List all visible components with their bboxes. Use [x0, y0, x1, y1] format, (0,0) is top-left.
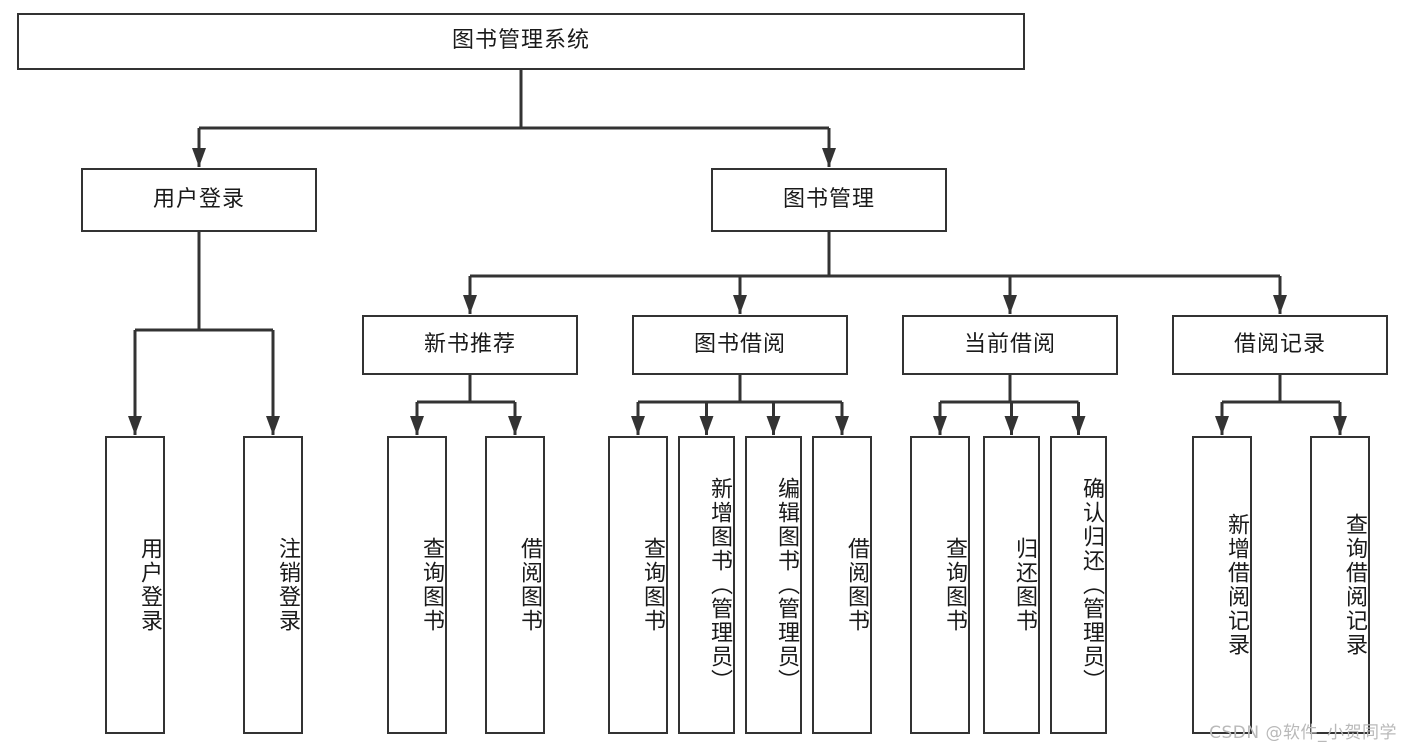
node-l10[interactable]: 归还图书	[983, 436, 1040, 734]
arrowhead-icon	[1273, 295, 1287, 314]
arrowhead-icon	[266, 416, 280, 435]
node-label: 归还图书	[1012, 537, 1037, 633]
arrowhead-icon	[733, 295, 747, 314]
node-label: 借阅记录	[1233, 331, 1326, 357]
arrowhead-icon	[1003, 295, 1017, 314]
node-l6[interactable]: 新增图书（管理员）	[678, 436, 735, 734]
node-label: 用户登录	[137, 537, 162, 633]
arrowhead-icon	[192, 148, 206, 167]
node-label: 注销登录	[275, 537, 300, 633]
arrowhead-icon	[1215, 416, 1229, 435]
arrowhead-icon	[835, 416, 849, 435]
node-label: 新增借阅记录	[1224, 513, 1249, 657]
node-l1[interactable]: 用户登录	[105, 436, 165, 734]
arrowhead-icon	[699, 416, 714, 435]
arrowhead-icon	[508, 416, 522, 435]
node-l13[interactable]: 查询借阅记录	[1310, 436, 1370, 734]
node-label: 查询图书	[640, 537, 665, 633]
arrowhead-icon	[1004, 416, 1019, 435]
node-label: 借阅图书	[844, 537, 869, 633]
node-label: 编辑图书（管理员）	[774, 477, 799, 693]
node-label: 查询借阅记录	[1342, 513, 1367, 657]
node-label: 新增图书（管理员）	[707, 477, 732, 693]
node-label: 图书管理系统	[451, 28, 590, 54]
arrowhead-icon	[933, 416, 947, 435]
node-label: 图书借阅	[693, 331, 786, 357]
node-l2[interactable]: 注销登录	[243, 436, 303, 734]
node-l5[interactable]: 查询图书	[608, 436, 668, 734]
node-login[interactable]: 用户登录	[81, 168, 317, 232]
node-l9[interactable]: 查询图书	[910, 436, 970, 734]
node-label: 查询图书	[942, 537, 967, 633]
arrowhead-icon	[822, 148, 836, 167]
node-l11[interactable]: 确认归还（管理员）	[1050, 436, 1107, 734]
arrowhead-icon	[1333, 416, 1347, 435]
arrowhead-icon	[766, 416, 781, 435]
node-records[interactable]: 借阅记录	[1172, 315, 1388, 375]
node-l4[interactable]: 借阅图书	[485, 436, 545, 734]
node-l8[interactable]: 借阅图书	[812, 436, 872, 734]
arrowhead-icon	[1071, 416, 1086, 435]
node-root[interactable]: 图书管理系统	[17, 13, 1025, 70]
node-label: 查询图书	[419, 537, 444, 633]
node-l3[interactable]: 查询图书	[387, 436, 447, 734]
arrowhead-icon	[410, 416, 424, 435]
node-label: 图书管理	[782, 186, 875, 212]
node-newbook[interactable]: 新书推荐	[362, 315, 578, 375]
node-label: 新书推荐	[423, 331, 516, 357]
node-l7[interactable]: 编辑图书（管理员）	[745, 436, 802, 734]
node-l12[interactable]: 新增借阅记录	[1192, 436, 1252, 734]
node-label: 当前借阅	[963, 331, 1056, 357]
arrowhead-icon	[631, 416, 645, 435]
arrowhead-icon	[128, 416, 142, 435]
node-label: 确认归还（管理员）	[1079, 477, 1104, 693]
node-label: 用户登录	[152, 186, 245, 212]
node-current[interactable]: 当前借阅	[902, 315, 1118, 375]
node-borrow[interactable]: 图书借阅	[632, 315, 848, 375]
node-label: 借阅图书	[517, 537, 542, 633]
arrowhead-icon	[463, 295, 477, 314]
node-bookmgmt[interactable]: 图书管理	[711, 168, 947, 232]
